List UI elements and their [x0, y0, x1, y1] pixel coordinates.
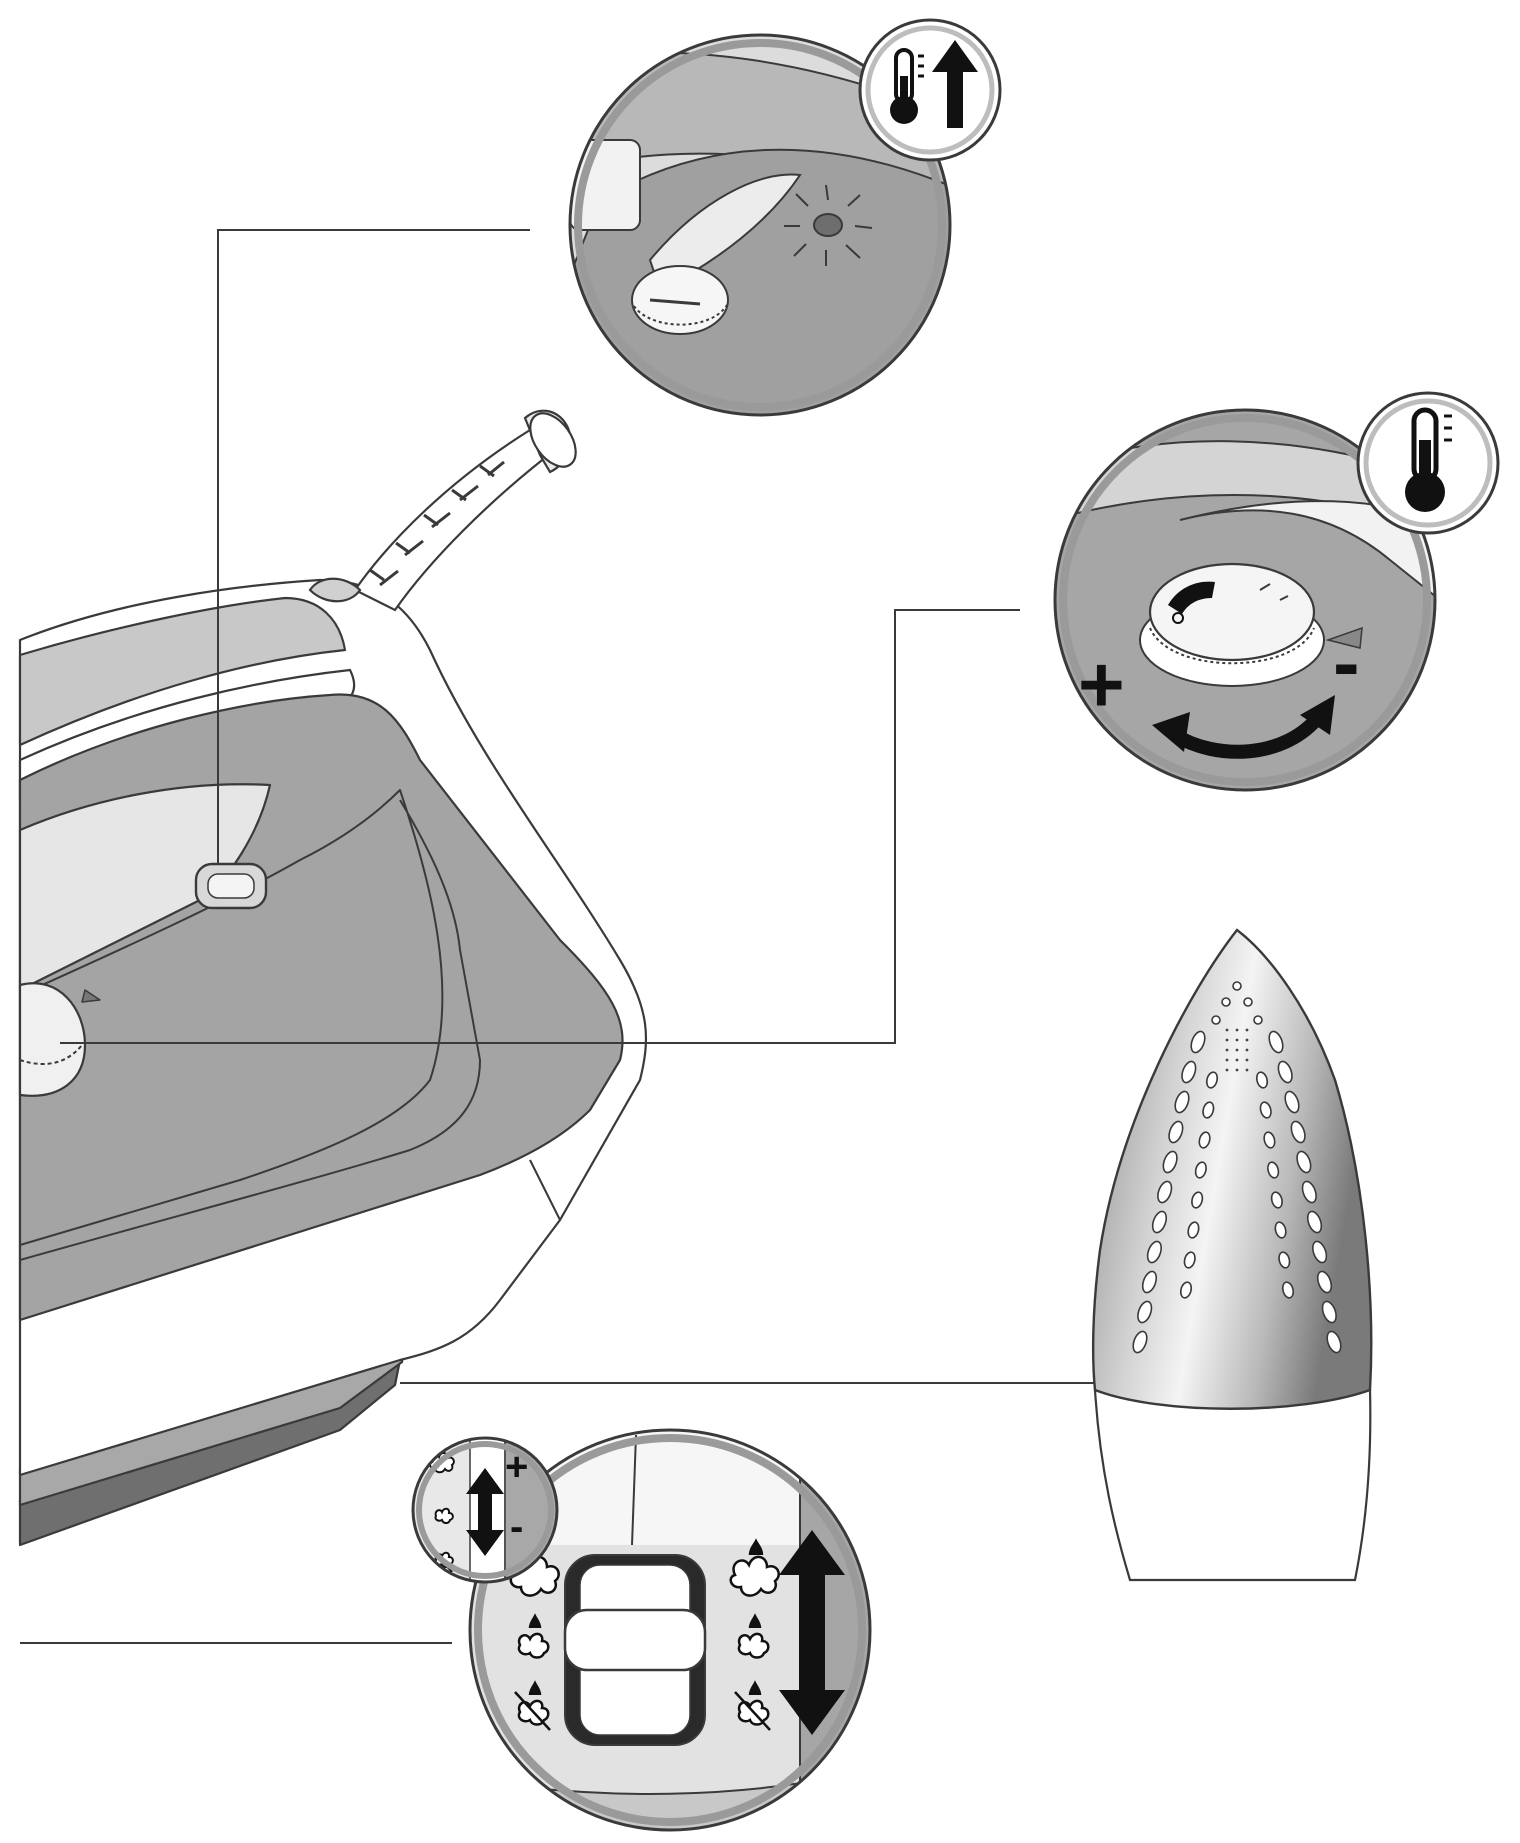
- steam-hole: [1141, 1270, 1158, 1294]
- iron-body: [18, 578, 648, 1547]
- soleplate-heel: [1093, 1388, 1372, 1582]
- callout-soleplate: [1091, 928, 1373, 1582]
- steam-micro-hole: [1225, 1068, 1229, 1072]
- steam-hole: [1274, 1221, 1287, 1239]
- steam-hole: [1268, 1030, 1284, 1054]
- steam-hole: [1181, 1060, 1197, 1084]
- steam-hole: [1205, 1071, 1219, 1089]
- steam-micro-hole: [1245, 1058, 1249, 1062]
- steam-hole: [1198, 1131, 1211, 1149]
- steam-hole: [1312, 1240, 1328, 1264]
- steam-hole: [1321, 1300, 1337, 1324]
- minus-symbol: -: [510, 1505, 523, 1549]
- dial-closeup: [1148, 562, 1316, 662]
- steam-hole: [1183, 1251, 1196, 1269]
- steam-hole: [1253, 1015, 1263, 1025]
- steam-hole: [1157, 1180, 1173, 1204]
- steam-hole: [1202, 1101, 1215, 1119]
- steam-hole: [1255, 1071, 1269, 1089]
- steam-micro-hole: [1235, 1048, 1239, 1052]
- steam-micro-hole: [1235, 1068, 1239, 1072]
- steam-micro-hole: [1245, 1048, 1249, 1052]
- steam-micro-hole: [1235, 1038, 1239, 1042]
- callout-temperature-dial: + -: [1053, 391, 1500, 792]
- steam-scale-inset: + -: [411, 1436, 559, 1584]
- steam-micro-hole: [1245, 1038, 1249, 1042]
- double-arrow-icon: [779, 1530, 845, 1735]
- steam-off-icon: [734, 1680, 771, 1731]
- thermometer-icon: [1405, 407, 1452, 512]
- steam-hole: [1194, 1161, 1207, 1179]
- steam-hole: [1270, 1191, 1283, 1209]
- steam-hole: [1137, 1300, 1153, 1324]
- steam-hole: [1168, 1120, 1184, 1144]
- steam-hole: [1267, 1161, 1280, 1179]
- steam-micro-hole: [1225, 1028, 1229, 1032]
- steam-holes: [1132, 981, 1342, 1354]
- temperature-badge: [1356, 391, 1500, 535]
- callout-steam-selector: + -: [411, 1428, 872, 1832]
- dial-closeup: [631, 265, 729, 335]
- steam-micro-hole: [1245, 1028, 1249, 1032]
- steam-micro-hole: [1225, 1038, 1229, 1042]
- steam-hole: [1221, 997, 1231, 1007]
- cord-guard: [308, 409, 577, 612]
- steam-hole: [1211, 1015, 1221, 1025]
- steam-hole: [1174, 1090, 1190, 1114]
- minus-symbol: -: [1333, 618, 1360, 707]
- steam-hole: [1190, 1030, 1206, 1054]
- steam-micro-hole: [1235, 1028, 1239, 1032]
- steam-hole: [1306, 1210, 1323, 1234]
- callout-pilot-light: [568, 18, 1002, 417]
- steam-hole: [1301, 1180, 1317, 1204]
- leader-lines: [20, 229, 1095, 1644]
- steam-hole: [1284, 1090, 1300, 1114]
- soleplate: [1091, 928, 1373, 1410]
- steam-hole: [1187, 1221, 1200, 1239]
- glowing-light: [813, 213, 843, 237]
- curved-double-arrow-icon: [1152, 695, 1335, 759]
- double-arrow-icon: [466, 1468, 504, 1556]
- steam-hole: [1151, 1210, 1168, 1234]
- steam-micro-hole: [1245, 1068, 1249, 1072]
- plus-symbol: +: [505, 1445, 528, 1489]
- handle-opening: [18, 783, 272, 992]
- steam-hole: [1191, 1191, 1204, 1209]
- steam-hole: [1243, 997, 1253, 1007]
- temperature-dial-partial: [18, 982, 87, 1097]
- steam-slider-knob: [563, 1608, 707, 1672]
- steam-off-icon: [514, 1680, 551, 1731]
- steam-hole: [1232, 981, 1242, 991]
- plus-symbol: +: [1078, 640, 1125, 729]
- steam-micro-hole: [1225, 1048, 1229, 1052]
- steam-hole: [1179, 1281, 1193, 1299]
- steam-hole: [1146, 1240, 1162, 1264]
- steam-hole: [1296, 1150, 1312, 1174]
- arrow-up-icon: [932, 40, 978, 128]
- heat-up-badge: [858, 18, 1002, 162]
- thermometer-icon: [890, 48, 924, 124]
- steam-hole: [1316, 1270, 1333, 1294]
- steam-hole: [1277, 1060, 1293, 1084]
- leader-temperature-dial: [60, 609, 1020, 1044]
- steam-max-icon: [729, 1538, 780, 1597]
- steam-hole: [1281, 1281, 1295, 1299]
- steam-mid-icon: [737, 1613, 770, 1659]
- steam-hole: [1326, 1330, 1342, 1354]
- steam-hole: [1290, 1120, 1306, 1144]
- steam-mid-icon: [517, 1613, 550, 1659]
- steam-hole: [1132, 1330, 1148, 1354]
- steam-micro-hole: [1235, 1058, 1239, 1062]
- steam-hole: [1162, 1150, 1178, 1174]
- steam-hole: [1278, 1251, 1291, 1269]
- steam-hole: [1263, 1131, 1276, 1149]
- leader-pilot-light: [217, 229, 530, 865]
- steam-micro-hole: [1225, 1058, 1229, 1062]
- handle-band: [18, 596, 347, 747]
- steam-hole: [1259, 1101, 1272, 1119]
